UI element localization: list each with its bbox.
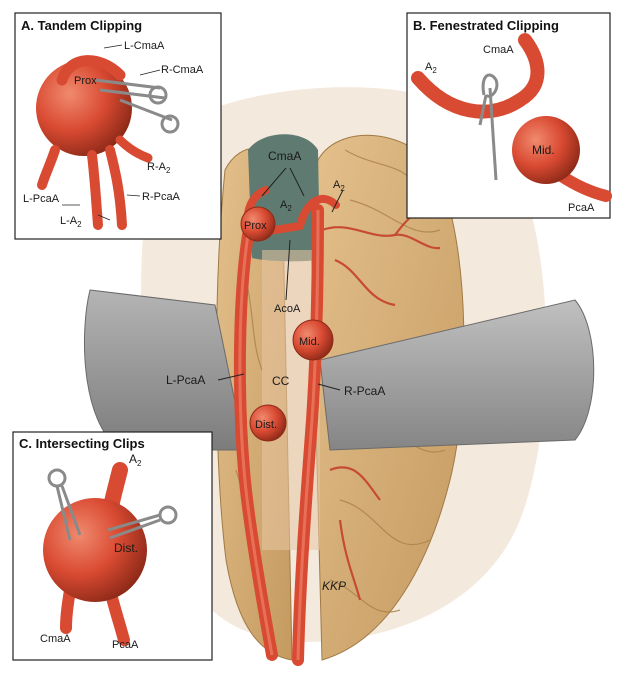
panel-b-aneurysm — [512, 116, 580, 184]
label-mid: Mid. — [299, 336, 320, 348]
label-cc: CC — [272, 374, 290, 388]
label-a2-left: A2 — [280, 199, 292, 213]
panel-b-fenestrated-clipping: B. Fenestrated Clipping CmaA A2 Mid. Pca… — [406, 12, 612, 219]
panel-c-label-pcaa: PcaA — [112, 639, 139, 651]
label-prox: Prox — [244, 220, 267, 232]
artist-signature: KKP — [322, 579, 346, 593]
callout-lines — [217, 167, 344, 391]
panel-a-clips — [94, 78, 180, 134]
panel-b-title: B. Fenestrated Clipping — [413, 18, 559, 33]
panel-b-label-mid: Mid. — [532, 143, 555, 157]
panel-c-intersecting-clips: C. Intersecting Clips A2 Dist. CmaA PcaA — [12, 431, 213, 661]
panel-b-label-a2: A2 — [425, 61, 437, 75]
panel-a-label-lpcaa: L-PcaA — [23, 193, 60, 205]
label-l-pcaa: L-PcaA — [166, 373, 205, 387]
label-dist: Dist. — [255, 419, 277, 431]
dist-aneurysm — [249, 404, 287, 442]
panel-b-clip — [478, 73, 499, 181]
right-retractor — [319, 299, 595, 451]
panel-a-tandem-clipping: A. Tandem Clipping L-CmaA R-CmaA Prox R-… — [14, 12, 222, 240]
prox-aneurysm — [240, 206, 276, 242]
panel-a-label-prox: Prox — [74, 75, 97, 87]
panel-a-label-ra2: R-A2 — [147, 161, 171, 175]
panel-a-label-rpcaa: R-PcaA — [142, 191, 181, 203]
panel-c-clips — [47, 468, 178, 541]
mid-aneurysm — [292, 319, 334, 361]
panel-a-label-la2: L-A2 — [60, 215, 82, 229]
panel-b-label-pcaa: PcaA — [568, 202, 595, 214]
panel-b-label-cmaa: CmaA — [483, 44, 514, 56]
label-r-pcaa: R-PcaA — [344, 384, 385, 398]
panel-c-aneurysm — [43, 498, 147, 602]
label-acoa: AcoA — [274, 303, 301, 315]
panel-a-label-rcmaa: R-CmaA — [161, 64, 204, 76]
panel-a-label-lcmaa: L-CmaA — [124, 40, 165, 52]
panel-a-title: A. Tandem Clipping — [21, 18, 142, 33]
panel-c-label-dist: Dist. — [114, 541, 138, 555]
main-field: CmaA A2 A2 Prox AcoA Mid. CC L-PcaA R-Pc… — [83, 87, 595, 666]
label-cmaa: CmaA — [268, 149, 301, 163]
label-a2-right: A2 — [333, 179, 345, 193]
panel-c-label-cmaa: CmaA — [40, 633, 71, 645]
panel-c-label-a2: A2 — [129, 452, 142, 468]
panel-c-title: C. Intersecting Clips — [19, 436, 145, 451]
